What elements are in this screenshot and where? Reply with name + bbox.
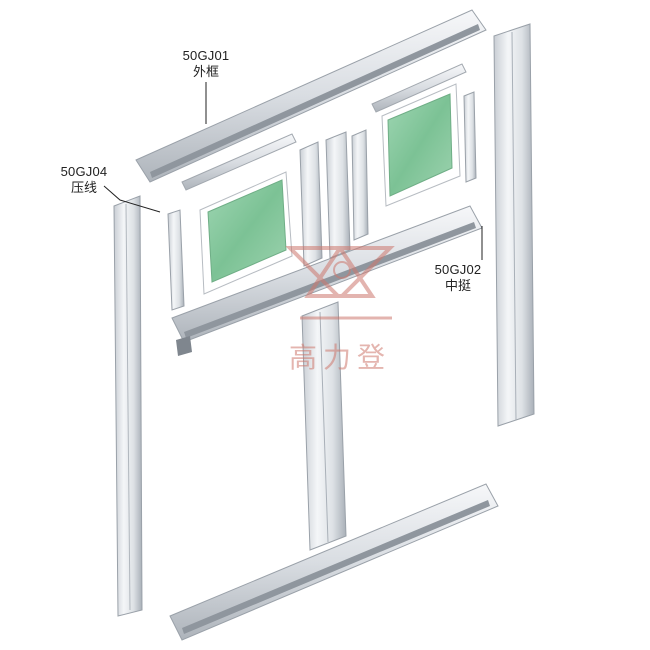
center-vertical-mullion bbox=[301, 301, 347, 551]
label-pressing-line-code: 50GJ04 bbox=[60, 164, 108, 179]
leader-line-gj04 bbox=[103, 185, 161, 213]
top-outer-frame-bar bbox=[135, 9, 487, 183]
label-pressing-line-name: 压线 bbox=[70, 180, 97, 195]
sash-stile-small-left bbox=[167, 209, 185, 311]
glass-pane-left bbox=[199, 171, 293, 295]
bottom-outer-frame-bar bbox=[169, 483, 499, 641]
glass-pane-right bbox=[381, 83, 461, 207]
left-pressing-line-stile bbox=[113, 195, 143, 617]
sash-stile-small-center bbox=[299, 129, 369, 267]
middle-transom-bar bbox=[171, 205, 483, 356]
label-mullion-code: 50GJ02 bbox=[434, 262, 482, 277]
inner-sash-rail-left bbox=[181, 133, 297, 191]
label-outer-frame-name: 外框 bbox=[192, 64, 219, 79]
label-outer-frame: 50GJ01 外框 bbox=[166, 48, 246, 80]
right-outer-frame-stile bbox=[493, 23, 535, 427]
watermark-text: 高力登 bbox=[288, 341, 391, 374]
label-mullion: 50GJ02 中挺 bbox=[418, 262, 498, 294]
inner-sash-rail-right bbox=[371, 63, 467, 113]
label-mullion-name: 中挺 bbox=[444, 278, 471, 293]
sash-stile-small-right bbox=[463, 91, 477, 183]
watermark-logo bbox=[285, 246, 395, 320]
label-pressing-line: 50GJ04 压线 bbox=[44, 164, 124, 196]
label-outer-frame-code: 50GJ01 bbox=[182, 48, 230, 63]
